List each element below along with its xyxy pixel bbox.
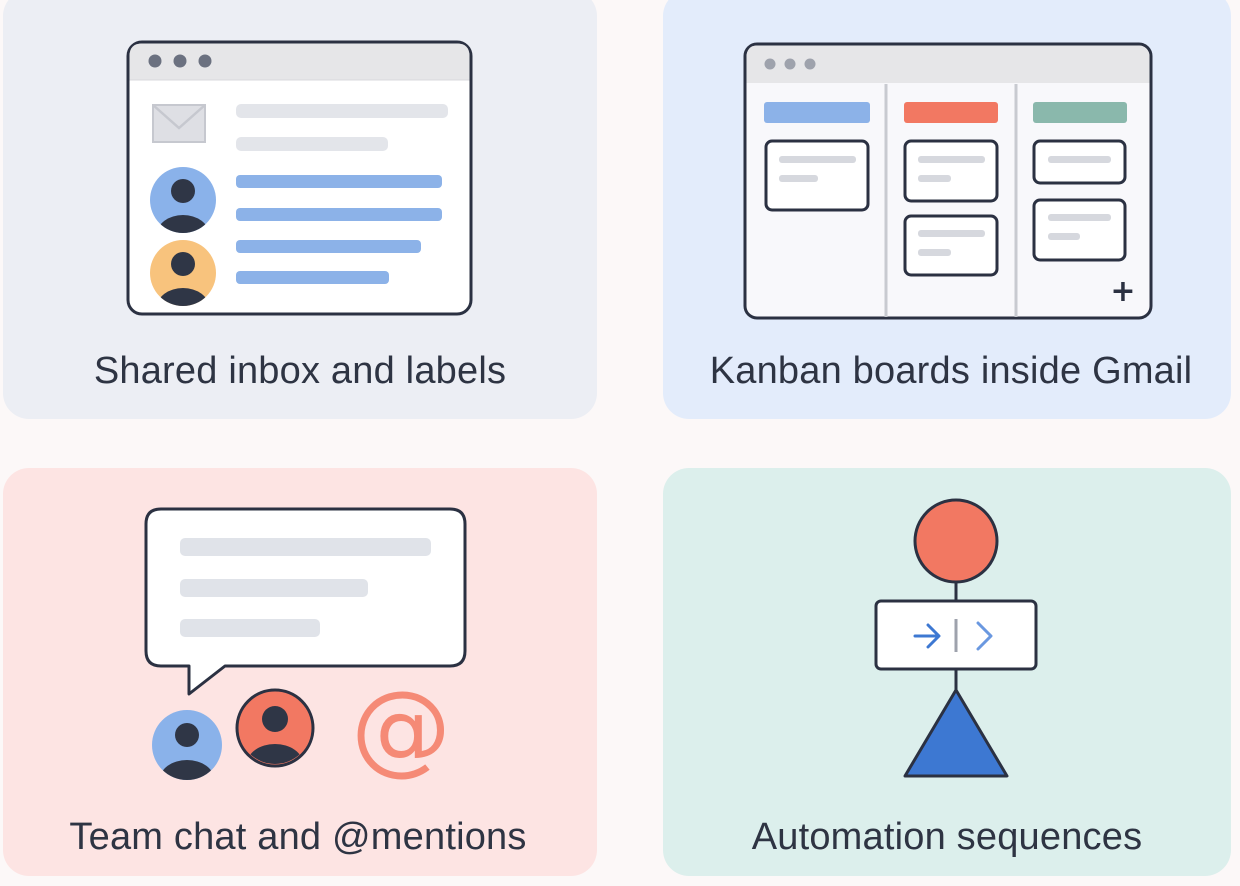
avatar-amber-icon (150, 240, 216, 306)
chevron-right-icon (976, 621, 993, 651)
feature-card-kanban: + Kanban boards inside Gmail (663, 0, 1231, 419)
at-mention-icon: @ (351, 669, 451, 786)
envelope-icon (152, 104, 206, 143)
feature-card-team-chat: @ Team chat and @mentions (3, 468, 597, 876)
avatar-coral-icon (235, 688, 315, 768)
feature-card-automation: Automation sequences (663, 468, 1231, 876)
arrow-right-icon (913, 623, 941, 649)
flowchart-icon (874, 498, 1038, 778)
feature-card-shared-inbox: Shared inbox and labels (3, 0, 597, 419)
card-caption: Automation sequences (751, 816, 1143, 858)
avatar-blue-icon (152, 710, 222, 780)
kanban-board-icon: + (743, 42, 1153, 320)
card-caption: Kanban boards inside Gmail (709, 350, 1193, 392)
chat-bubble-icon: @ (144, 507, 467, 786)
card-caption: Team chat and @mentions (69, 816, 527, 858)
card-caption: Shared inbox and labels (93, 350, 507, 392)
avatar-blue-icon (150, 167, 216, 233)
add-card-icon: + (1110, 274, 1135, 309)
mail-window-icon (126, 40, 473, 316)
